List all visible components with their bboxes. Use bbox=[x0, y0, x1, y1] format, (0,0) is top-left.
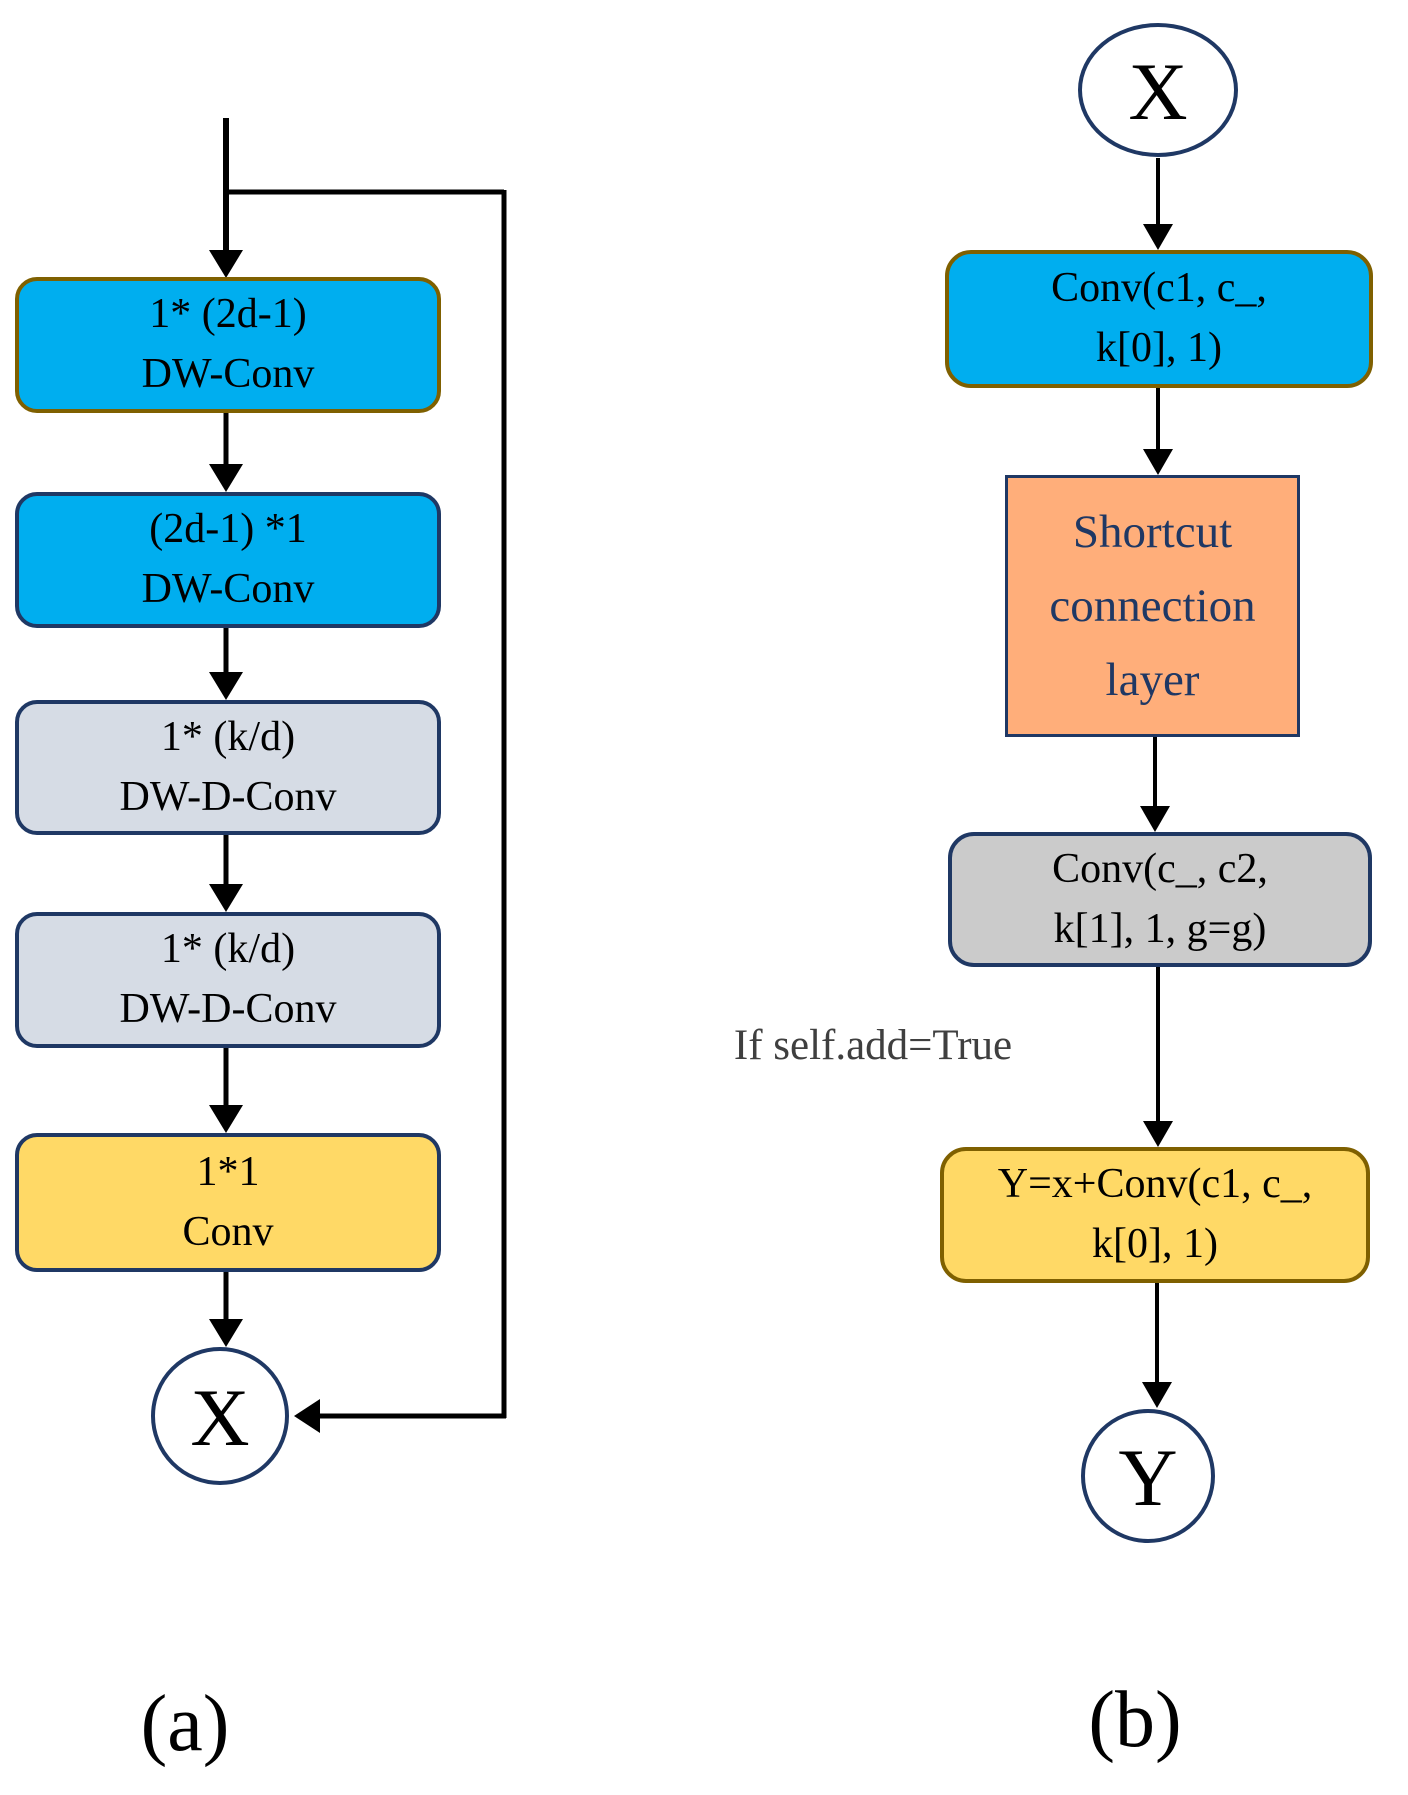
panel-label-b: (b) bbox=[1088, 1676, 1182, 1764]
b-output-node: Y bbox=[1081, 1409, 1215, 1543]
box-text-line: 1* (k/d) bbox=[160, 926, 296, 973]
box-text-line: 1*1 bbox=[196, 1148, 260, 1195]
b-input-node: X bbox=[1078, 23, 1238, 157]
a-multiply-node: X bbox=[151, 1347, 289, 1485]
box-text-line: DW-D-Conv bbox=[119, 773, 337, 820]
condition-text: If self.add=True bbox=[733, 1022, 1013, 1069]
b-arrow-1-head bbox=[1143, 224, 1173, 250]
box-text-line: Conv(c_, c2, bbox=[1052, 845, 1268, 892]
panel-label-a: (a) bbox=[140, 1680, 230, 1768]
a-arrow-1-head bbox=[209, 464, 243, 492]
a-skip-arrowhead bbox=[294, 1399, 320, 1433]
node-letter: Y bbox=[1118, 1432, 1178, 1523]
conv-1x1-box: 1*1 Conv bbox=[15, 1133, 441, 1272]
box-text-line: layer bbox=[1105, 654, 1200, 707]
dwconv-1x2d1-box: 1* (2d-1) DW-Conv bbox=[15, 277, 441, 413]
node-letter: X bbox=[1128, 46, 1188, 137]
b-arrow-5-head bbox=[1142, 1382, 1172, 1408]
residual-output-box: Y=x+Conv(c1, c_, k[0], 1) bbox=[940, 1147, 1370, 1283]
a-arrow-4-head bbox=[209, 1105, 243, 1133]
conv-c2-box: Conv(c_, c2, k[1], 1, g=g) bbox=[948, 832, 1372, 967]
box-text-line: Conv(c1, c_, bbox=[1051, 265, 1267, 312]
box-text-line: DW-D-Conv bbox=[119, 986, 337, 1032]
conv-c1-box: Conv(c1, c_, k[0], 1) bbox=[945, 250, 1373, 388]
box-text-line: k[0], 1) bbox=[1096, 325, 1222, 371]
box-text-line: connection bbox=[1049, 579, 1256, 632]
box-text-line: Shortcut bbox=[1072, 505, 1233, 558]
box-text-line: Conv bbox=[182, 1208, 274, 1255]
box-text-line: DW-Conv bbox=[141, 351, 315, 397]
box-text-line: k[0], 1) bbox=[1092, 1221, 1218, 1267]
b-arrow-2-head bbox=[1143, 449, 1173, 475]
dwdconv-1xkd-box-1: 1* (k/d) DW-D-Conv bbox=[15, 700, 441, 835]
box-text-line: DW-Conv bbox=[141, 566, 315, 612]
dwdconv-1xkd-box-2: 1* (k/d) DW-D-Conv bbox=[15, 912, 441, 1048]
shortcut-layer-box: Shortcut connection layer bbox=[1005, 475, 1300, 737]
b-arrow-4-head bbox=[1143, 1121, 1173, 1147]
a-arrow-3-head bbox=[209, 884, 243, 912]
box-text-line: Y=x+Conv(c1, c_, bbox=[997, 1161, 1313, 1208]
a-arrow-5-head bbox=[209, 1319, 243, 1347]
node-letter: X bbox=[190, 1372, 250, 1463]
box-text-line: 1* (2d-1) bbox=[149, 291, 307, 338]
a-input-arrowhead bbox=[209, 250, 243, 278]
b-arrow-3-head bbox=[1140, 806, 1170, 832]
dwconv-2d1x1-box: (2d-1) *1 DW-Conv bbox=[15, 492, 441, 628]
box-text-line: k[1], 1, g=g) bbox=[1053, 905, 1267, 952]
box-text-line: (2d-1) *1 bbox=[149, 506, 307, 553]
box-text-line: 1* (k/d) bbox=[160, 713, 296, 760]
a-arrow-2-head bbox=[209, 672, 243, 700]
